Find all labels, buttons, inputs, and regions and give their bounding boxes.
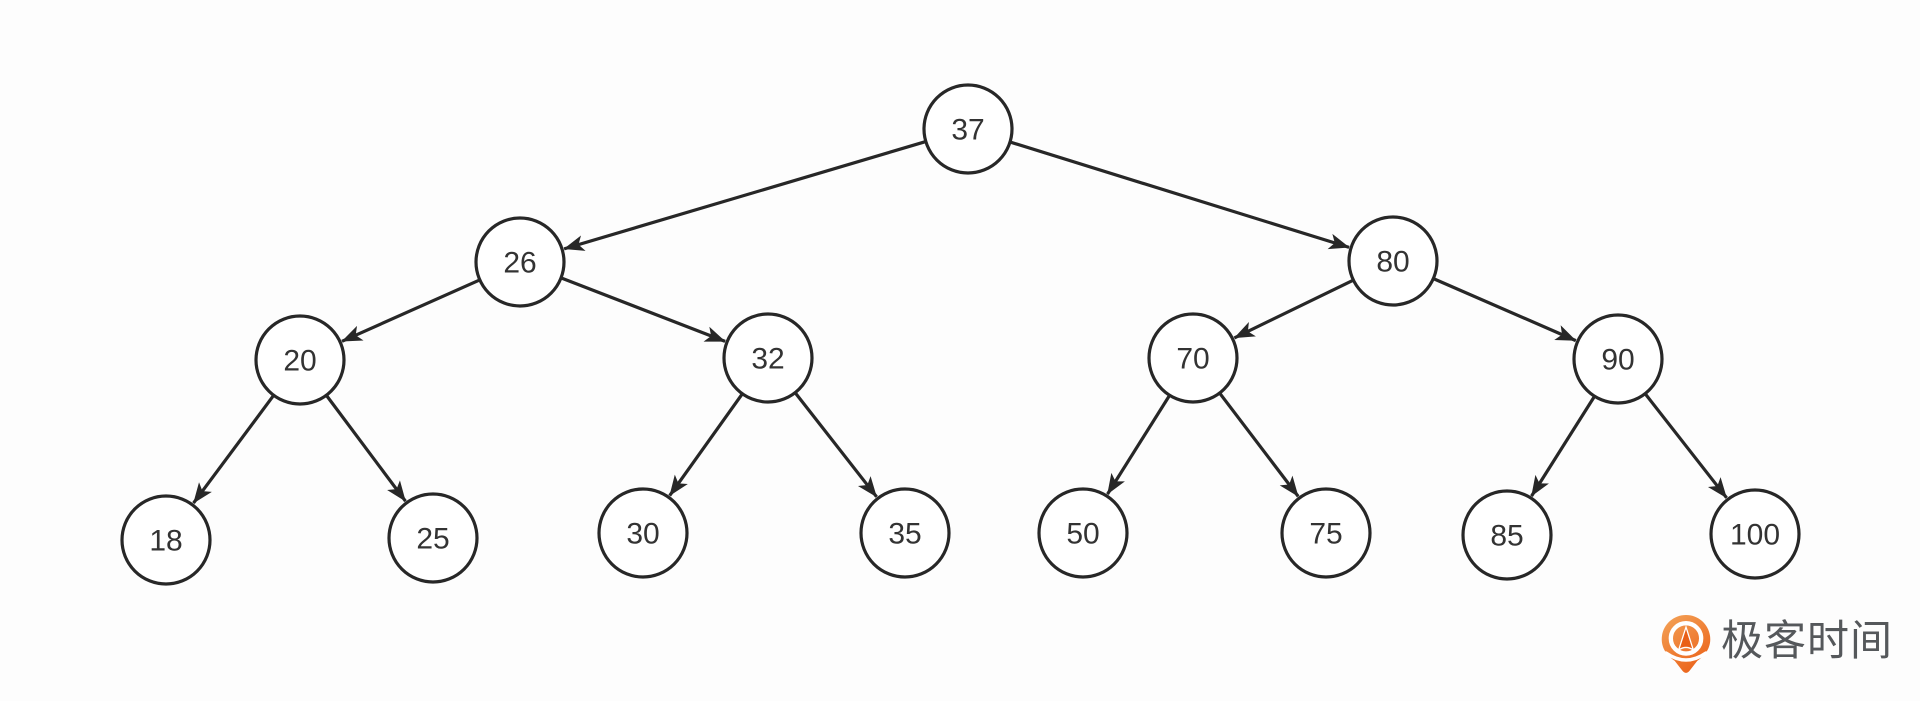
- tree-node-80: 80: [1347, 215, 1439, 307]
- tree-node-label: 70: [1176, 343, 1209, 376]
- brand-logo: 极客时间: [1660, 612, 1893, 676]
- logo-inner-ring: [1668, 621, 1704, 656]
- geektime-logo-text: 极客时间: [1721, 617, 1894, 664]
- logo-swoosh: [1664, 651, 1708, 662]
- tree-node-circle: [387, 492, 479, 584]
- tree-node-70: 70: [1147, 312, 1239, 404]
- tree-node-circle: [1709, 488, 1801, 580]
- tree-node-label: 32: [751, 343, 784, 376]
- tree-node-label: 80: [1376, 246, 1409, 279]
- tree-node-label: 25: [416, 523, 449, 556]
- tree-node-label: 75: [1309, 518, 1342, 551]
- tree-edge-80-90: [1433, 277, 1577, 343]
- tree-node-circle: [474, 216, 566, 308]
- tree-edge-26-20: [341, 278, 480, 343]
- logo-needle: [1677, 624, 1695, 652]
- tree-node-label: 20: [283, 345, 316, 378]
- tree-node-label: 30: [626, 518, 659, 551]
- tree-edge-20-18: [192, 395, 275, 505]
- tree-node-circle: [1147, 312, 1239, 404]
- tree-edge-37-26: [563, 140, 926, 251]
- tree-node-20: 20: [254, 314, 346, 406]
- tree-node-circle: [1280, 487, 1372, 579]
- tree-node-circle: [1572, 313, 1664, 405]
- tree-node-30: 30: [597, 487, 689, 579]
- tree-node-37: 37: [922, 83, 1014, 175]
- tree-edge-90-85: [1530, 396, 1596, 497]
- tree-node-32: 32: [722, 312, 814, 404]
- tree-node-circle: [254, 314, 346, 406]
- tree-node-circle: [722, 312, 814, 404]
- tree-edge-70-75: [1218, 392, 1300, 498]
- tree-node-circle: [1037, 487, 1129, 579]
- tree-edge-90-100: [1644, 393, 1728, 499]
- tree-edge-20-25: [325, 395, 407, 503]
- tree-node-18: 18: [120, 494, 212, 586]
- tree-node-85: 85: [1461, 489, 1553, 581]
- tree-node-label: 85: [1490, 520, 1523, 553]
- tree-node-circle: [120, 494, 212, 586]
- tree-edge-32-30: [668, 393, 744, 497]
- tree-node-90: 90: [1572, 313, 1664, 405]
- tree-edge-37-80: [1010, 140, 1350, 250]
- tree-node-circle: [859, 487, 951, 579]
- geektime-logo-icon: [1661, 614, 1711, 673]
- tree-node-circle: [1347, 215, 1439, 307]
- tree-node-circle: [1461, 489, 1553, 581]
- tree-edge-80-70: [1233, 279, 1354, 340]
- tree-node-26: 26: [474, 216, 566, 308]
- tree-node-50: 50: [1037, 487, 1129, 579]
- tree-edge-70-50: [1106, 395, 1171, 495]
- tree-node-25: 25: [387, 492, 479, 584]
- tree-node-circle: [597, 487, 689, 579]
- tree-node-100: 100: [1709, 488, 1801, 580]
- tree-node-label: 50: [1066, 518, 1099, 551]
- tree-node-label: 37: [951, 114, 984, 147]
- tree-node-75: 75: [1280, 487, 1372, 579]
- tree-node-label: 100: [1730, 519, 1780, 552]
- tree-node-label: 18: [149, 525, 182, 558]
- tree-node-circle: [922, 83, 1014, 175]
- tree-edge-26-32: [561, 276, 726, 343]
- tree-node-label: 35: [888, 518, 921, 551]
- tree-node-label: 26: [503, 247, 536, 280]
- tree-node-35: 35: [859, 487, 951, 579]
- tree-node-label: 90: [1601, 344, 1634, 377]
- tree-edge-32-35: [794, 392, 878, 498]
